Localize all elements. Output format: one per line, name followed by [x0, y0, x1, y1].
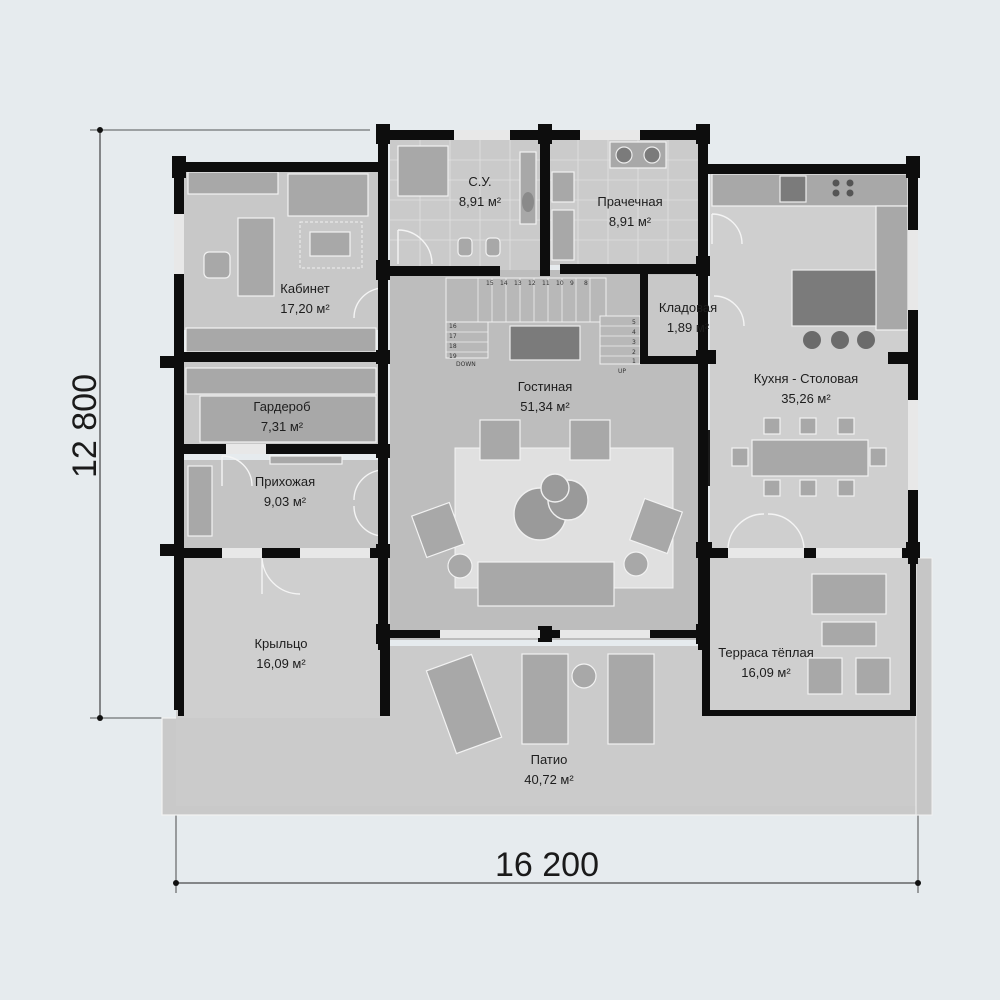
stair-step-14: 14 — [500, 280, 508, 287]
stair-step-17: 17 — [449, 333, 457, 340]
stair-step-13: 13 — [514, 280, 522, 287]
room-area-kabinet: 17,20 м² — [280, 301, 330, 316]
room-label-prikhozhaya: Прихожая — [255, 474, 315, 489]
staircase: 15 14 13 12 11 10 9 8 5 4 3 2 1 16 17 18… — [445, 277, 641, 375]
room-label-kladovaya: Кладовая — [659, 300, 717, 315]
room-label-kukhnya: Кухня - Столовая — [754, 371, 858, 386]
room-area-kryltso: 16,09 м² — [256, 656, 306, 671]
stair-step-3: 3 — [632, 339, 636, 346]
stair-up-label: UP — [618, 368, 626, 375]
stair-step-19: 19 — [449, 353, 457, 360]
doors — [221, 213, 805, 595]
room-label-kabinet: Кабинет — [280, 281, 329, 296]
room-area-terrasa: 16,09 м² — [741, 665, 791, 680]
stair-step-9: 9 — [570, 280, 574, 287]
room-label-gostinaya: Гостиная — [518, 379, 573, 394]
walls — [160, 124, 920, 716]
stair-step-2: 2 — [632, 349, 636, 356]
room-area-gostinaya: 51,34 м² — [520, 399, 570, 414]
stair-step-4: 4 — [632, 329, 636, 336]
room-area-kukhnya: 35,26 м² — [781, 391, 831, 406]
room-area-su: 8,91 м² — [459, 194, 502, 209]
stair-step-16: 16 — [449, 323, 457, 330]
stair-down-label: DOWN — [456, 361, 476, 368]
room-label-garderob: Гардероб — [253, 399, 310, 414]
windows — [174, 130, 918, 638]
room-label-su: С.У. — [468, 174, 491, 189]
room-label-prachechnaya: Прачечная — [597, 194, 662, 209]
furniture — [185, 141, 909, 755]
room-label-kryltso: Крыльцо — [254, 636, 307, 651]
room-label-patio: Патио — [531, 752, 568, 767]
width-dimension-label: 16 200 — [495, 846, 599, 884]
stair-step-15: 15 — [486, 280, 494, 287]
stair-step-1: 1 — [632, 358, 636, 365]
room-area-patio: 40,72 м² — [524, 772, 574, 787]
stair-step-8: 8 — [584, 280, 588, 287]
room-labels: Кабинет 17,20 м² С.У. 8,91 м² Прачечная … — [253, 174, 858, 787]
dimension-lines — [90, 127, 921, 893]
room-label-terrasa: Терраса тёплая — [718, 645, 814, 660]
room-area-kladovaya: 1,89 м² — [667, 320, 710, 335]
stair-step-11: 11 — [542, 280, 550, 287]
room-area-prachechnaya: 8,91 м² — [609, 214, 652, 229]
stair-step-18: 18 — [449, 343, 457, 350]
height-dimension-label: 12 800 — [66, 374, 104, 478]
stair-step-12: 12 — [528, 280, 536, 287]
room-area-prikhozhaya: 9,03 м² — [264, 494, 307, 509]
stair-step-10: 10 — [556, 280, 564, 287]
stair-step-5: 5 — [632, 319, 636, 326]
room-area-garderob: 7,31 м² — [261, 419, 304, 434]
